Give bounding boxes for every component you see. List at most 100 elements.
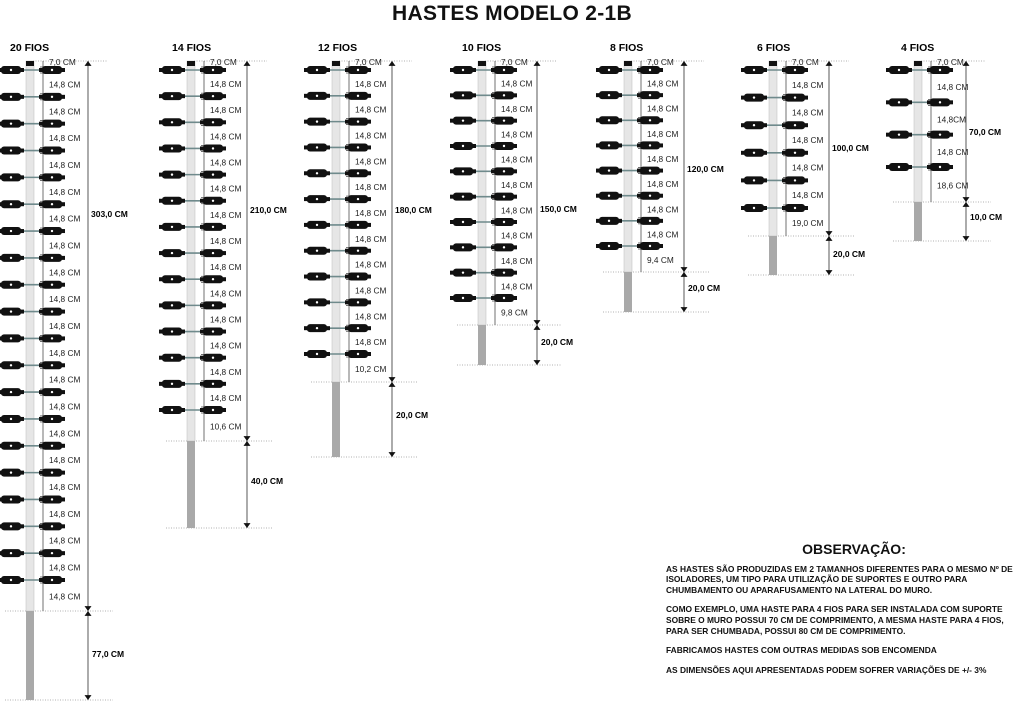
arrow-head <box>243 61 251 66</box>
segment-label: 14,8 CM <box>647 229 678 239</box>
segment-label: 18,6 CM <box>937 181 968 191</box>
total-length-label: 120,0 CM <box>687 164 724 174</box>
insulator-hole <box>897 133 901 136</box>
insulator-hole <box>211 304 215 307</box>
insulator-hole <box>211 330 215 333</box>
insulator-hole <box>793 151 797 154</box>
segment-label: 14,8 CM <box>792 163 823 173</box>
insulator-hole <box>315 352 319 356</box>
segment-label: 14,8 CM <box>210 131 241 141</box>
segment-label: 14,8 CM <box>49 160 80 170</box>
segment-label: 14,8 CM <box>49 455 80 465</box>
post-title: 14 FIOS <box>172 42 211 54</box>
insulator-hole <box>9 283 13 286</box>
segment-label: 14,8 CM <box>355 337 386 347</box>
insulator-hole <box>211 278 215 281</box>
insulator-hole <box>170 147 174 150</box>
insulator-hole <box>356 172 360 175</box>
segment-label: 14,8 CM <box>210 288 241 298</box>
insulator-hole <box>356 197 360 201</box>
arrow-head <box>680 267 688 272</box>
insulator-hole <box>211 408 215 412</box>
segment-label: 14,8 CM <box>49 563 80 573</box>
base-length-label: 10,0 CM <box>970 212 1002 222</box>
segment-label: 14,8 CM <box>49 402 80 412</box>
arrow-head <box>825 231 833 236</box>
insulator-hole <box>315 94 319 98</box>
insulator-hole <box>648 219 652 223</box>
observation-paragraph: AS DIMENSÕES AQUI APRESENTADAS PODEM SOF… <box>666 664 987 675</box>
insulator-hole <box>648 169 652 172</box>
insulator-hole <box>356 352 360 356</box>
insulator-hole <box>50 283 54 286</box>
insulator-hole <box>50 444 54 447</box>
segment-label: 14,8 CM <box>49 321 80 331</box>
segment-label: 10,6 CM <box>210 422 241 432</box>
insulator-hole <box>607 244 611 248</box>
segment-label: 14,8 CM <box>210 393 241 403</box>
observation-paragraph: FABRICAMOS HASTES COM OUTRAS MEDIDAS SOB… <box>666 645 937 656</box>
insulator-hole <box>315 249 319 252</box>
insulator-hole <box>793 206 797 210</box>
insulator-hole <box>50 471 54 474</box>
insulator-hole <box>50 68 54 72</box>
segment-label: 9,4 CM <box>647 255 674 265</box>
insulator-hole <box>648 194 652 197</box>
insulator-hole <box>315 120 319 123</box>
insulator-hole <box>50 310 54 313</box>
segment-label: 14,8 CM <box>355 156 386 166</box>
base-length-label: 20,0 CM <box>833 249 865 259</box>
segment-label: 14,8 CM <box>937 82 968 92</box>
segment-label: 14,8 CM <box>210 367 241 377</box>
segment-label: 14,8 CM <box>49 240 80 250</box>
arrow-head <box>388 382 396 387</box>
insulator-hole <box>9 444 13 447</box>
insulator-hole <box>211 225 215 229</box>
insulator-hole <box>50 578 54 582</box>
segment-label: 14,8 CM <box>355 182 386 192</box>
segment-label: 14,8 CM <box>49 509 80 519</box>
insulator-hole <box>356 120 360 123</box>
pole <box>331 60 341 383</box>
observation-heading: OBSERVAÇÃO: <box>802 541 906 557</box>
base-length-label: 40,0 CM <box>251 476 283 486</box>
insulator-hole <box>9 364 13 367</box>
arrow-head <box>84 61 92 66</box>
insulator-hole <box>607 219 611 223</box>
segment-label: 14,8 CM <box>647 154 678 164</box>
base-length-label: 20,0 CM <box>688 283 720 293</box>
pole <box>768 60 778 237</box>
insulator-hole <box>170 356 174 359</box>
insulator-hole <box>938 133 942 136</box>
segment-label: 14,8 CM <box>501 104 532 114</box>
arrow-head <box>825 236 833 241</box>
insulator-hole <box>9 417 13 421</box>
segment-label: 7,0 CM <box>647 57 674 67</box>
insulator-hole <box>170 199 174 202</box>
insulator-hole <box>502 220 506 224</box>
insulator-hole <box>9 203 13 206</box>
insulator-hole <box>170 304 174 307</box>
arrow-head <box>962 236 970 241</box>
segment-label: 14,8 CM <box>210 184 241 194</box>
total-length-label: 70,0 CM <box>969 127 1001 137</box>
insulator-hole <box>170 225 174 229</box>
insulator-hole <box>648 68 652 72</box>
insulator-hole <box>50 149 54 152</box>
insulator-hole <box>211 356 215 359</box>
insulator-hole <box>502 271 506 274</box>
arrow-head <box>388 452 396 457</box>
segment-label: 14,8 CM <box>210 262 241 272</box>
segment-label: 14,8 CM <box>49 214 80 224</box>
insulator-hole <box>9 149 13 152</box>
segment-label: 14,8 CM <box>501 79 532 89</box>
segment-label: 14,8 CM <box>501 281 532 291</box>
segment-label: 14,8 CM <box>647 79 678 89</box>
insulator-hole <box>315 223 319 227</box>
segment-label: 7,0 CM <box>355 57 382 67</box>
insulator-hole <box>461 68 465 72</box>
segment-label: 10,2 CM <box>355 364 386 374</box>
